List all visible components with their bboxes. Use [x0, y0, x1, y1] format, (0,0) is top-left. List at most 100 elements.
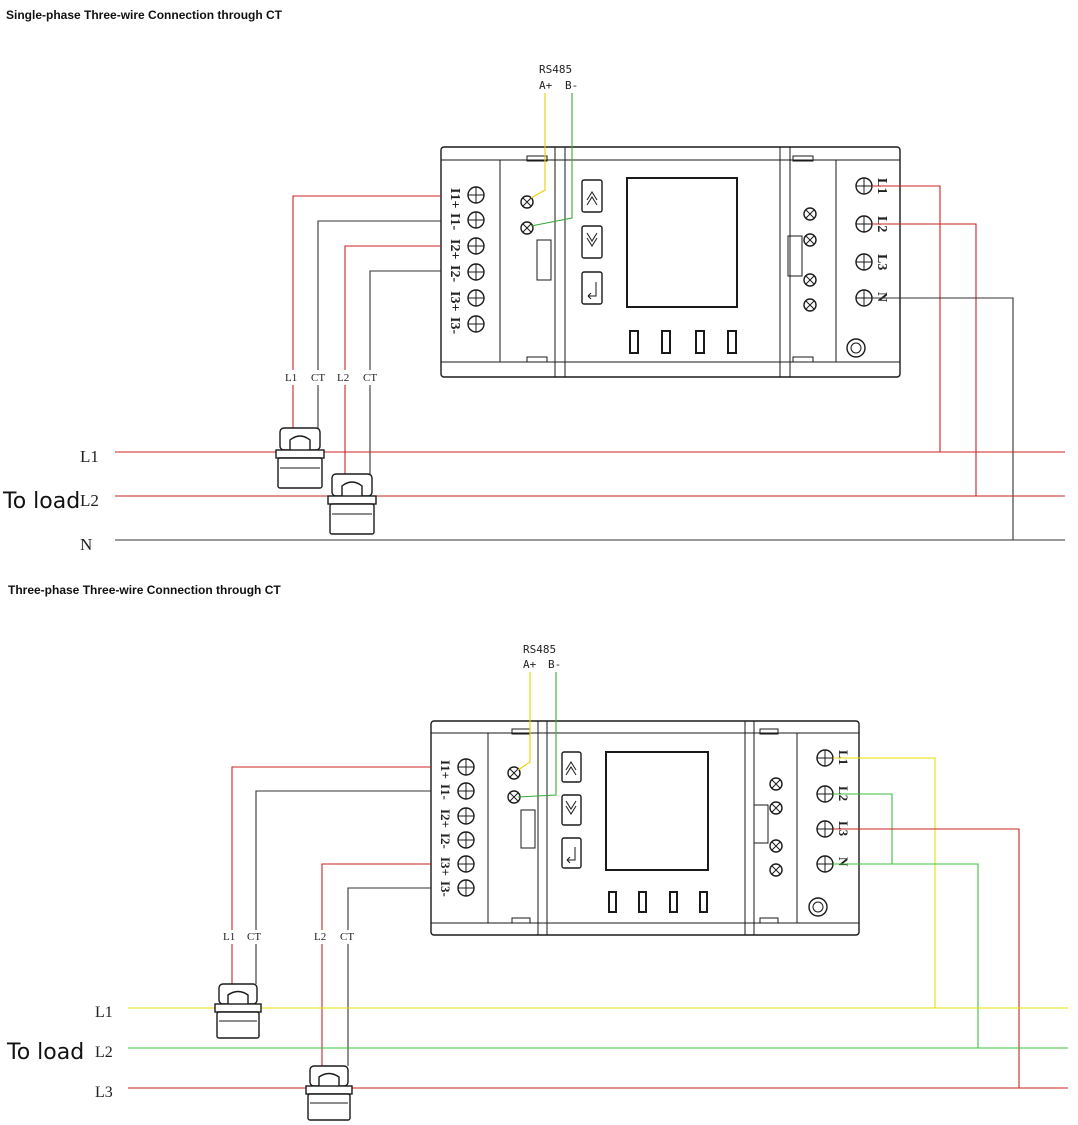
terminal-label: I3-	[447, 317, 462, 334]
terminal-screw	[855, 215, 873, 233]
led-indicator	[669, 891, 678, 913]
screw-terminal	[520, 221, 534, 235]
terminal-screw	[467, 186, 485, 204]
ct2-l3-wire	[321, 863, 431, 930]
screw-terminal	[507, 766, 521, 780]
led-indicator	[638, 891, 647, 913]
terminal-screw	[467, 237, 485, 255]
enter-button[interactable]	[581, 271, 603, 305]
terminal-label: I2-	[438, 833, 453, 849]
terminal-screw	[816, 820, 834, 838]
energy-meter	[430, 720, 860, 936]
terminal-screw	[457, 855, 475, 873]
down-button[interactable]	[581, 225, 603, 259]
terminal-screw	[467, 263, 485, 281]
rs485-b-label: B-	[548, 658, 561, 671]
ct-clamp	[275, 427, 325, 489]
line-label: L1	[80, 447, 99, 466]
ct-clamp	[327, 473, 377, 535]
diagram-single-phase: Single-phase Three-wire Connection throu…	[2, 8, 1065, 554]
screw-terminal	[803, 273, 817, 287]
terminal-label: I2+	[447, 239, 462, 259]
rs485-a-wire	[517, 672, 531, 771]
screw-terminal	[769, 801, 783, 815]
screw-terminal	[803, 233, 817, 247]
terminal-screw	[467, 289, 485, 307]
led-indicator	[629, 330, 639, 354]
ct-clamp	[305, 1065, 353, 1121]
terminal-screw	[855, 177, 873, 195]
down-button[interactable]	[561, 794, 582, 826]
terminal-screw	[457, 879, 475, 897]
screw-terminal	[769, 777, 783, 791]
terminal-screw	[816, 749, 834, 767]
terminal-label: I1-	[447, 213, 462, 230]
terminal-screw	[816, 855, 834, 873]
screw-terminal	[803, 207, 817, 221]
l1-voltage-wire	[833, 757, 936, 1008]
ct1-return-wire	[255, 790, 431, 930]
load-label: To load	[2, 489, 80, 514]
rs485-b-wire	[530, 93, 573, 227]
terminal-label: I2+	[438, 809, 453, 828]
rs485-a-wire	[530, 93, 546, 199]
ct-wire-label: L1	[223, 931, 235, 943]
terminal-label: I1+	[447, 188, 462, 208]
line-label: L2	[95, 1044, 113, 1061]
terminal-label: L3	[874, 254, 889, 270]
screw-terminal	[520, 195, 534, 209]
ct-wire-label: CT	[340, 931, 354, 943]
l1-voltage-wire	[872, 185, 941, 452]
rs485-a-label: A+	[523, 658, 537, 671]
diagram-three-phase: Three-phase Three-wire Connection throug…	[6, 583, 1068, 1121]
ct-wire-label: CT	[311, 372, 325, 384]
terminal-label: I1-	[438, 784, 453, 800]
lcd-display	[626, 177, 738, 308]
ct-clamp	[214, 983, 262, 1039]
terminal-label: I3+	[438, 857, 453, 876]
l2-voltage-wire	[892, 863, 979, 1048]
current-terminals: I1+ I1- I2+ I2- I3+ I3-	[438, 758, 475, 897]
ct1-return-wire	[317, 220, 441, 370]
load-label: To load	[6, 1040, 84, 1065]
line-label: N	[80, 535, 92, 554]
led-indicator	[727, 330, 737, 354]
l2-voltage-wire	[872, 223, 977, 496]
line-label: L3	[95, 1084, 113, 1101]
led-indicator	[661, 330, 671, 354]
ct1-l1-wire	[231, 766, 431, 930]
diagram-title: Three-phase Three-wire Connection throug…	[8, 583, 281, 597]
led-indicator	[695, 330, 705, 354]
terminal-screw	[467, 211, 485, 229]
rs485-b-wire	[517, 672, 557, 798]
lcd-display	[605, 751, 709, 871]
terminal-label: I3+	[447, 291, 462, 311]
led-indicator	[608, 891, 617, 913]
ct1-l1-wire	[292, 195, 441, 370]
ct-wire-label: CT	[247, 931, 261, 943]
ct-wire-label: L2	[337, 372, 349, 384]
ct2-return-wire	[369, 270, 441, 370]
terminal-label: I3-	[438, 881, 453, 897]
line-label: L2	[80, 491, 99, 510]
up-button[interactable]	[581, 179, 603, 213]
screw-terminal	[803, 298, 817, 312]
energy-meter	[440, 146, 901, 378]
mount-hole	[846, 338, 866, 358]
ct-wire-label: CT	[363, 372, 377, 384]
terminal-label: N	[836, 857, 851, 867]
terminal-screw	[467, 315, 485, 333]
terminal-label: I1+	[438, 760, 453, 779]
terminal-screw	[855, 289, 873, 307]
current-terminals: I1+ I1- I2+ I2- I3+ I3-	[447, 186, 485, 334]
enter-button[interactable]	[561, 837, 582, 869]
ct-wire-label: L2	[314, 931, 326, 943]
screw-terminal	[769, 863, 783, 877]
l3-voltage-wire	[833, 828, 1020, 1088]
terminal-screw	[457, 758, 475, 776]
mount-hole	[808, 897, 828, 917]
line-label: L1	[95, 1004, 113, 1021]
up-button[interactable]	[561, 751, 582, 783]
rs485-label: RS485	[539, 63, 572, 76]
